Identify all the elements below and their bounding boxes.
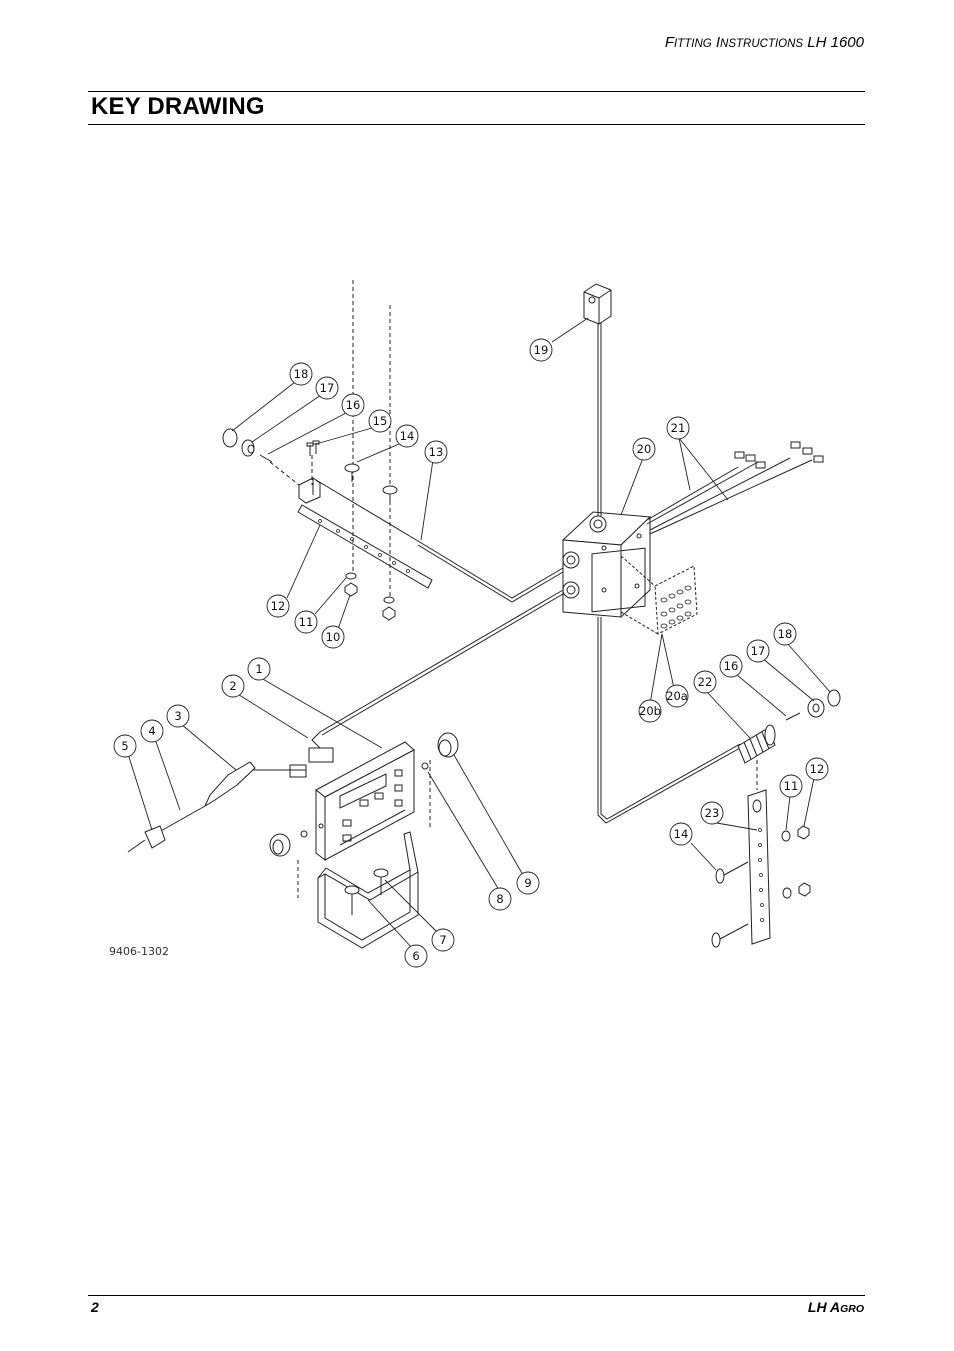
sensor-22 [737,724,776,764]
header-word-fitting: itting [674,38,712,50]
balloon-3: 3 [174,709,181,723]
balloon-4: 4 [148,724,155,738]
header-model: LH 1600 [807,34,864,51]
connectors-21 [734,441,824,469]
balloon-5: 5 [121,739,128,753]
cigar-plug-3 [203,761,256,808]
balloon-23: 23 [705,806,720,820]
balloon-20b: 20b [639,704,661,718]
plug-tip-5 [144,825,166,849]
balloon-12-lower: 12 [810,762,825,776]
footer-brand: LH Agro [808,1299,864,1315]
terminal-strip-20a-20b [620,555,698,635]
balloon-11-upper: 11 [299,615,314,629]
balloon-10: 10 [326,630,341,644]
footer-rule [88,1295,865,1296]
u-bracket-6 [317,872,419,949]
balloon-17-lower: 17 [751,644,766,658]
balloon-18-lower: 18 [778,627,793,641]
balloon-14-lower: 14 [674,827,689,841]
running-header: Fitting Instructions LH 1600 [665,34,864,51]
balloon-9: 9 [524,876,531,890]
balloon-11-lower: 11 [784,779,799,793]
knob-9 [437,732,459,758]
balloon-7: 7 [439,933,446,947]
bracket-23 [747,789,771,945]
junction-box [561,511,652,619]
footer-brand-main: LH A [807,1299,841,1315]
cable-to-sensor-22 [597,617,741,824]
balloon-14-upper: 14 [400,429,415,443]
balloon-22: 22 [698,675,713,689]
knob-left [269,833,291,857]
balloon-21: 21 [671,421,686,435]
balloon-6: 6 [412,949,419,963]
balloon-20: 20 [637,442,652,456]
balloon-1: 1 [255,662,262,676]
balloon-12-upper: 12 [271,599,286,613]
balloon-15: 15 [373,414,388,428]
balloon-20a: 20a [666,689,688,703]
balloon-17-upper: 17 [320,381,335,395]
header-initial-i: I [715,34,721,51]
header-word-instructions: nstructions [720,38,804,50]
part-18-disc [222,428,238,448]
cable-13 [417,540,564,599]
page-title: KEY DRAWING [91,93,265,120]
bracket-12-upper [297,504,433,589]
header-initial-f: F [664,34,674,51]
part-19-block [583,283,612,325]
drawing-code: 9406-1302 [109,945,169,958]
cable-to-monitor [311,589,564,749]
balloon-18-upper: 18 [294,367,309,381]
balloon-2: 2 [229,679,236,693]
page-number: 2 [91,1299,99,1315]
balloon-16-lower: 16 [724,659,739,673]
monitor-unit [315,741,415,862]
balloon-8: 8 [496,892,503,906]
title-rule-top [88,91,865,92]
footer-brand-smallcaps: gro [840,1303,864,1315]
balloon-13: 13 [429,445,444,459]
title-rule-bottom [88,124,865,125]
balloon-16-upper: 16 [346,398,361,412]
balloon-19: 19 [534,343,549,357]
